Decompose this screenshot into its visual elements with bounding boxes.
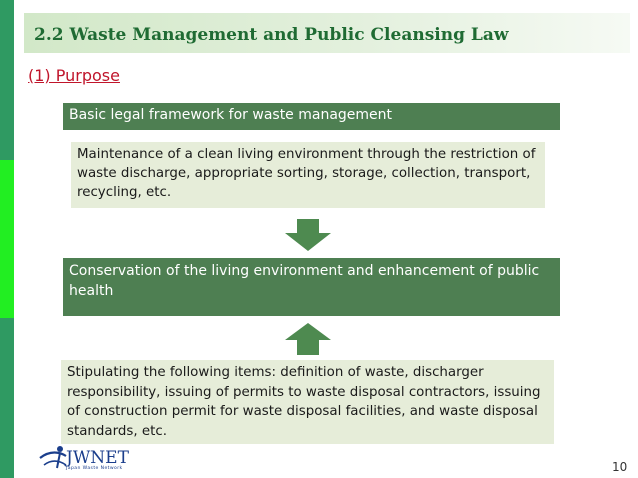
down-arrow-icon bbox=[285, 219, 331, 251]
stipulation-text-box: Stipulating the following items: definit… bbox=[61, 360, 554, 444]
conservation-text-box: Conservation of the living environment a… bbox=[63, 258, 560, 316]
title-bar bbox=[24, 13, 630, 53]
jwnet-swoosh-icon bbox=[39, 446, 67, 469]
logo-subtitle: Japan Waste Network bbox=[66, 466, 123, 471]
slide-title: 2.2 Waste Management and Public Cleansin… bbox=[34, 25, 509, 45]
sidebar-accent-light bbox=[0, 160, 14, 318]
up-arrow-icon bbox=[285, 323, 331, 355]
maintenance-text-box: Maintenance of a clean living environmen… bbox=[71, 142, 545, 208]
section-heading: (1) Purpose bbox=[28, 66, 120, 85]
framework-label-box: Basic legal framework for waste manageme… bbox=[63, 103, 560, 130]
logo-name: JWNET bbox=[66, 448, 129, 468]
page-number: 10 bbox=[612, 460, 628, 474]
